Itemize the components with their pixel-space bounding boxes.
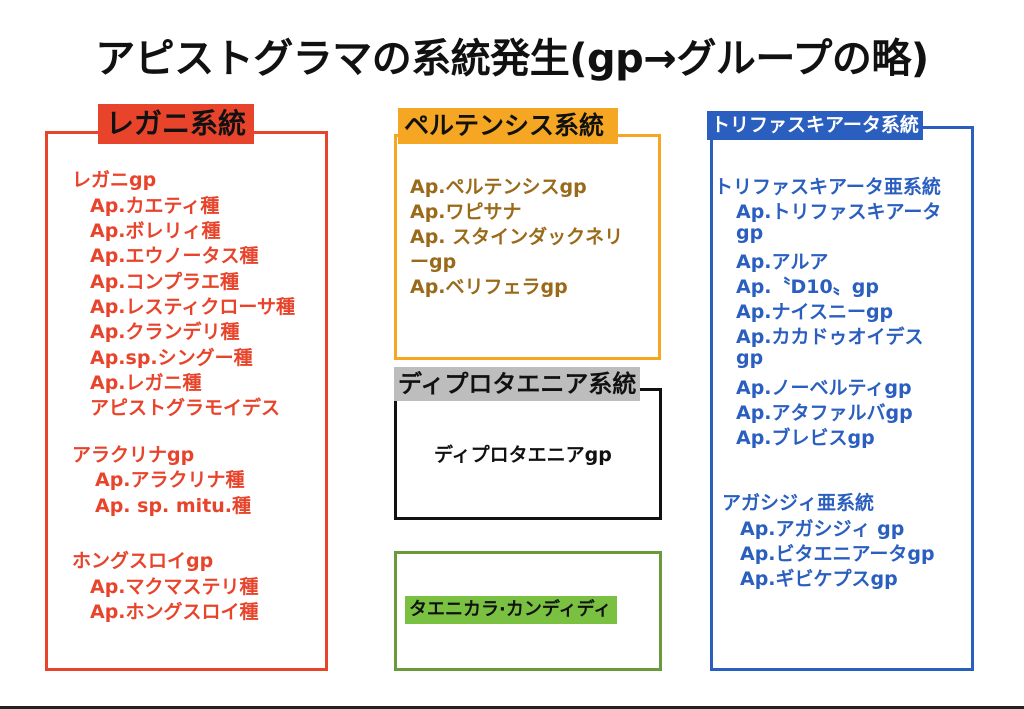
trifasciata-line-5: Ap.ナイスニーgp xyxy=(736,301,894,323)
regani-line-10: アラクリナgp xyxy=(72,444,195,466)
regani-line-1: Ap.カエティ種 xyxy=(90,195,220,217)
pertensis-line-3: ーgp xyxy=(410,251,457,273)
regani-line-4: Ap.コンプラエ種 xyxy=(90,271,239,293)
regani-line-5: Ap.レスティクローサ種 xyxy=(90,296,296,318)
trifasciata-line-6: Ap.カカドゥオイデス xyxy=(736,326,924,348)
regani-line-6: Ap.クランデリ種 xyxy=(90,321,240,343)
pertensis-lineage-heading: ペルテンシス系統 xyxy=(398,108,619,144)
trifasciata-line-14: Ap.ギビケプスgp xyxy=(740,568,898,590)
regani-line-3: Ap.エウノータス種 xyxy=(90,245,259,267)
trifasciata-line-11: アガシジィ亜系統 xyxy=(722,492,875,514)
bottom-divider xyxy=(0,706,1024,709)
taeniacara-box xyxy=(394,551,662,671)
regani-line-11: Ap.アラクリナ種 xyxy=(95,469,245,491)
regani-line-15: Ap.ホングスロイ種 xyxy=(90,601,259,623)
diplotaenia-lineage-heading: ディプロタエニア系統 xyxy=(394,367,641,401)
pertensis-line-4: Ap.ベリフェラgp xyxy=(410,276,568,298)
trifasciata-line-3: Ap.アルア xyxy=(736,251,829,273)
regani-lineage-heading: レガニ系統 xyxy=(98,104,255,144)
trifasciata-lineage-heading: トリファスキアータ系統 xyxy=(707,111,923,140)
diplotaenia-line-0: ディプロタエニアgp xyxy=(434,444,612,466)
trifasciata-line-2: gp xyxy=(736,222,764,244)
trifasciata-line-7: gp xyxy=(736,347,764,369)
trifasciata-line-13: Ap.ビタエニアータgp xyxy=(740,543,935,565)
regani-line-14: Ap.マクマステリ種 xyxy=(90,576,259,598)
regani-line-9: アピストグラモイデス xyxy=(90,397,281,419)
pertensis-line-1: Ap.ワピサナ xyxy=(410,201,522,223)
regani-line-2: Ap.ボレリィ種 xyxy=(90,220,221,242)
taeniacara-label: タエニカラ·カンディディ xyxy=(405,596,618,624)
trifasciata-line-0: トリファスキアータ亜系統 xyxy=(714,176,941,198)
trifasciata-line-12: Ap.アガシジィ gp xyxy=(740,518,905,540)
trifasciata-line-9: Ap.アタファルバgp xyxy=(736,402,913,424)
trifasciata-line-1: Ap.トリファスキアータ xyxy=(736,201,942,223)
regani-line-0: レガニgp xyxy=(72,169,157,191)
trifasciata-line-8: Ap.ノーベルティgp xyxy=(736,377,912,399)
trifasciata-line-4: Ap.〝D10〟gp xyxy=(736,276,879,298)
trifasciata-line-10: Ap.ブレビスgp xyxy=(736,427,875,449)
regani-line-7: Ap.sp.シングー種 xyxy=(90,347,253,369)
pertensis-line-0: Ap.ペルテンシスgp xyxy=(410,176,587,198)
diagram-title: アピストグラマの系統発生(gp→グループの略) xyxy=(95,36,929,82)
regani-line-12: Ap. sp. mitu.種 xyxy=(95,495,252,517)
regani-line-13: ホングスロイgp xyxy=(72,550,214,572)
regani-line-8: Ap.レガニ種 xyxy=(90,372,202,394)
pertensis-line-2: Ap. スタインダックネリ xyxy=(410,226,624,248)
